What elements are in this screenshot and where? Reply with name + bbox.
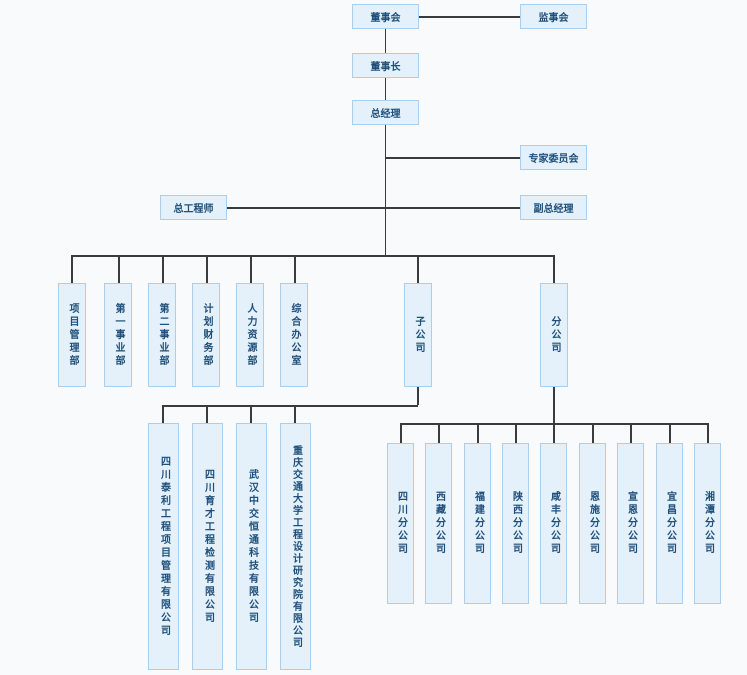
deputy-general-manager-label: 副总经理 (533, 204, 574, 215)
subsidiary-company-box[interactable]: 武汉中交恒通科技有限公司 (236, 423, 267, 670)
connector-subsidiary-bar (162, 405, 418, 407)
chairman-label: 董事长 (370, 62, 401, 73)
subsidiary-company-label: 四川泰利工程项目管理有限公司 (158, 455, 170, 638)
subsidiary-company-box[interactable]: 四川泰利工程项目管理有限公司 (148, 423, 179, 670)
department-box[interactable]: 项目管理部 (58, 283, 86, 387)
department-box[interactable]: 人力资源部 (236, 283, 264, 387)
connector-drop (294, 255, 296, 283)
connector-drop (592, 423, 594, 443)
connector-drop (250, 255, 252, 283)
connector-drop (206, 255, 208, 283)
connector-drop (669, 423, 671, 443)
general-manager-box[interactable]: 总经理 (352, 100, 419, 125)
branch-company-box[interactable]: 西藏分公司 (425, 443, 452, 604)
branch-company-box[interactable]: 宜昌分公司 (656, 443, 683, 604)
connector-drop (438, 423, 440, 443)
connector-branch-bar (400, 423, 709, 425)
connector-drop (707, 423, 709, 443)
connector-drop (162, 255, 164, 283)
department-label: 项目管理部 (67, 302, 78, 368)
branch-company-box[interactable]: 咸丰分公司 (540, 443, 567, 604)
branch-company-box[interactable]: 恩施分公司 (579, 443, 606, 604)
connector-drop (71, 255, 73, 283)
department-box[interactable]: 综合办公室 (280, 283, 308, 387)
branch-company-label: 宣恩分公司 (625, 491, 637, 556)
connector-engineer-deputy (227, 207, 520, 209)
connector-branch-stem (553, 387, 555, 423)
general-manager-label: 总经理 (370, 109, 401, 120)
branch-company-label: 湘潭分公司 (702, 491, 714, 556)
branch-company-label: 四川分公司 (395, 491, 407, 556)
branch-company-label: 宜昌分公司 (664, 491, 676, 556)
department-label: 计划财务部 (201, 302, 212, 368)
branch-company-label: 陕西分公司 (510, 491, 522, 556)
connector-drop (162, 405, 164, 423)
connector-drop (206, 405, 208, 423)
connector-drop (553, 255, 555, 283)
supervisory-board-label: 监事会 (538, 13, 569, 24)
subsidiary-company-label: 重庆交通大学工程设计研究院有限公司 (290, 444, 302, 649)
branch-company-label: 福建分公司 (472, 491, 484, 556)
connector-expert (385, 157, 520, 159)
board-label: 董事会 (370, 13, 401, 24)
connector-drop (400, 423, 402, 443)
expert-committee-label: 专家委员会 (528, 154, 579, 165)
branch-label: 分公司 (549, 315, 560, 355)
deputy-general-manager-box[interactable]: 副总经理 (520, 195, 587, 220)
connector-drop (294, 405, 296, 423)
department-label: 第二事业部 (157, 302, 168, 368)
department-box[interactable]: 计划财务部 (192, 283, 220, 387)
board-box[interactable]: 董事会 (352, 4, 419, 29)
chief-engineer-label: 总工程师 (173, 204, 214, 215)
connector-subsidiary-stem (417, 387, 419, 405)
connector-board-supervisory (419, 16, 520, 18)
connector-drop (417, 255, 419, 283)
connector-trunk (384, 29, 386, 255)
subsidiary-company-box[interactable]: 四川育才工程检测有限公司 (192, 423, 223, 670)
department-label: 第一事业部 (113, 302, 124, 368)
chief-engineer-box[interactable]: 总工程师 (160, 195, 227, 220)
branch-company-box[interactable]: 湘潭分公司 (694, 443, 721, 604)
department-label: 人力资源部 (245, 302, 256, 368)
branch-company-box[interactable]: 福建分公司 (464, 443, 491, 604)
department-box[interactable]: 第一事业部 (104, 283, 132, 387)
connector-drop (118, 255, 120, 283)
connector-drop (250, 405, 252, 423)
subsidiary-label: 子公司 (413, 315, 424, 355)
branch-company-label: 西藏分公司 (433, 491, 445, 556)
connector-drop (477, 423, 479, 443)
branch-company-box[interactable]: 陕西分公司 (502, 443, 529, 604)
branch-box[interactable]: 分公司 (540, 283, 568, 387)
branch-company-box[interactable]: 四川分公司 (387, 443, 414, 604)
supervisory-board-box[interactable]: 监事会 (520, 4, 587, 29)
connector-drop (515, 423, 517, 443)
connector-level2-bar (71, 255, 554, 257)
subsidiary-company-box[interactable]: 重庆交通大学工程设计研究院有限公司 (280, 423, 311, 670)
subsidiary-company-label: 武汉中交恒通科技有限公司 (246, 468, 258, 625)
connector-drop (630, 423, 632, 443)
branch-company-label: 咸丰分公司 (548, 491, 560, 556)
chairman-box[interactable]: 董事长 (352, 53, 419, 78)
department-label: 综合办公室 (289, 302, 300, 368)
branch-company-label: 恩施分公司 (587, 491, 599, 556)
branch-company-box[interactable]: 宣恩分公司 (617, 443, 644, 604)
subsidiary-box[interactable]: 子公司 (404, 283, 432, 387)
connector-drop (553, 423, 555, 443)
department-box[interactable]: 第二事业部 (148, 283, 176, 387)
subsidiary-company-label: 四川育才工程检测有限公司 (202, 468, 214, 625)
expert-committee-box[interactable]: 专家委员会 (520, 145, 587, 170)
